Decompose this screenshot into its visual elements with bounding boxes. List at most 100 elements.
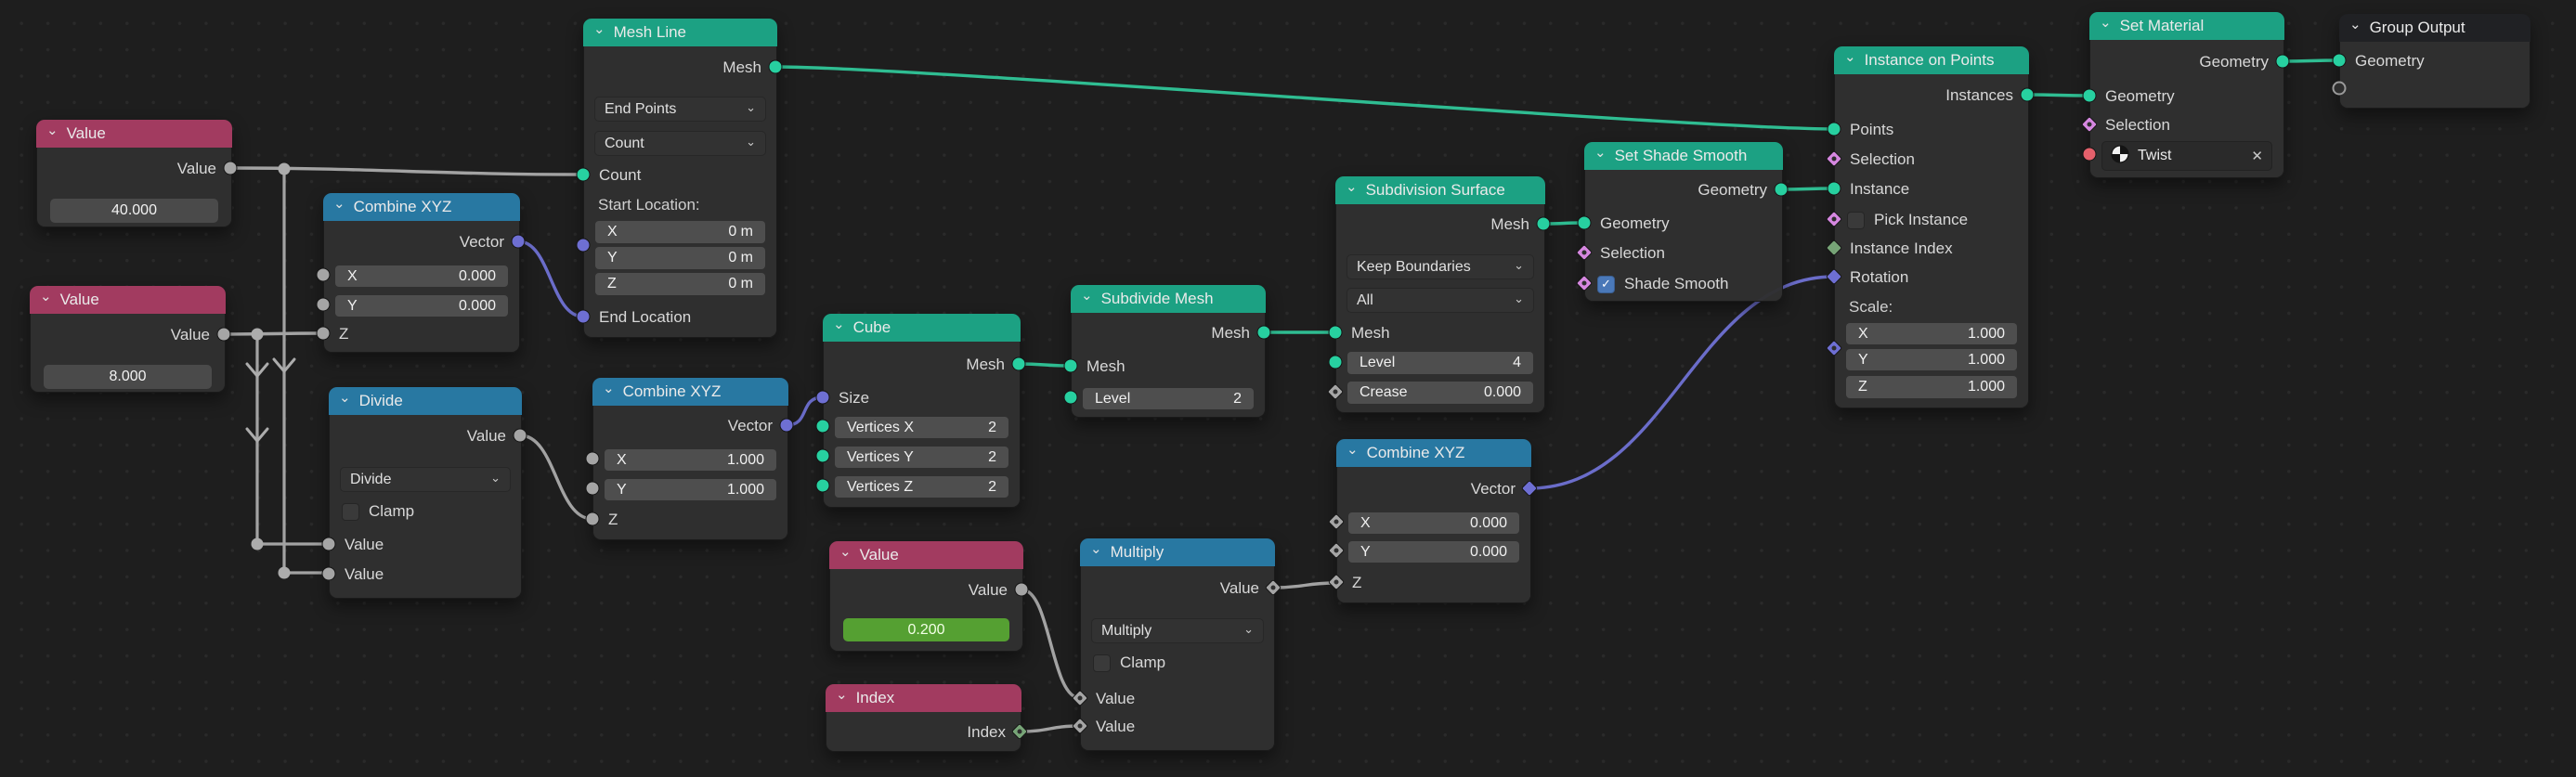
socket[interactable]	[1256, 325, 1271, 340]
node-header-divide[interactable]: ⌄Divide	[329, 387, 522, 415]
socket[interactable]	[815, 478, 830, 493]
socket[interactable]	[815, 448, 830, 463]
checkbox-box[interactable]	[1093, 654, 1111, 672]
node-header-subdivision-surface[interactable]: ⌄Subdivision Surface	[1335, 176, 1545, 204]
dropdown-divide[interactable]: Divide⌄	[340, 467, 511, 492]
socket[interactable]	[1014, 582, 1029, 597]
socket[interactable]	[321, 566, 336, 581]
node-header-multiply[interactable]: ⌄Multiply	[1080, 538, 1275, 566]
socket[interactable]	[316, 326, 331, 341]
reroute-junction[interactable]	[251, 328, 264, 341]
socket[interactable]	[585, 481, 600, 496]
node-header-combine-xyz[interactable]: ⌄Combine XYZ	[323, 193, 520, 221]
socket[interactable]	[1063, 358, 1078, 373]
node-header-subdivide-mesh[interactable]: ⌄Subdivide Mesh	[1071, 285, 1266, 313]
socket[interactable]	[1577, 215, 1592, 230]
collapse-chevron-icon[interactable]: ⌄	[1594, 145, 1607, 161]
socket[interactable]	[1774, 182, 1789, 197]
socket[interactable]	[2082, 88, 2097, 103]
socket[interactable]	[1536, 216, 1551, 231]
socket[interactable]	[2275, 54, 2290, 69]
socket[interactable]	[223, 161, 238, 175]
dropdown-all[interactable]: All⌄	[1347, 288, 1534, 313]
socket[interactable]	[316, 267, 331, 282]
socket[interactable]	[1827, 181, 1841, 196]
socket[interactable]	[511, 234, 526, 249]
socket[interactable]	[779, 418, 794, 433]
dropdown-multiply[interactable]: Multiply⌄	[1091, 618, 1264, 643]
value-slider[interactable]: 8.000	[44, 365, 212, 389]
socket[interactable]	[576, 309, 591, 324]
collapse-chevron-icon[interactable]: ⌄	[836, 687, 848, 703]
reroute-junction[interactable]	[278, 566, 291, 579]
socket[interactable]	[2082, 147, 2097, 162]
collapse-chevron-icon[interactable]: ⌄	[1090, 541, 1102, 557]
socket[interactable]	[1827, 122, 1841, 136]
checkbox-box[interactable]: ✓	[1597, 275, 1615, 293]
checkbox-pick-instance[interactable]: Pick Instance	[1847, 209, 2021, 231]
socket[interactable]	[1063, 390, 1078, 405]
collapse-chevron-icon[interactable]: ⌄	[1844, 49, 1856, 65]
collapse-chevron-icon[interactable]: ⌄	[1347, 442, 1359, 458]
socket[interactable]	[576, 238, 591, 253]
socket[interactable]	[768, 59, 783, 74]
value-slider[interactable]: 40.000	[50, 199, 218, 223]
checkbox-box[interactable]	[1847, 211, 1865, 229]
collapse-chevron-icon[interactable]: ⌄	[593, 21, 605, 37]
node-header-instance-on-points[interactable]: ⌄Instance on Points	[1834, 46, 2029, 74]
collapse-chevron-icon[interactable]: ⌄	[40, 289, 52, 304]
socket[interactable]	[216, 327, 231, 342]
checkbox-shade-smooth[interactable]: ✓Shade Smooth	[1597, 273, 1775, 295]
collapse-chevron-icon[interactable]: ⌄	[2349, 17, 2361, 32]
collapse-chevron-icon[interactable]: ⌄	[46, 123, 59, 138]
socket[interactable]	[1328, 325, 1343, 340]
close-icon[interactable]: ✕	[2251, 149, 2263, 164]
node-header-value[interactable]: ⌄Value	[36, 120, 232, 148]
node-header-index[interactable]: ⌄Index	[826, 684, 1021, 712]
node-header-set-shade-smooth[interactable]: ⌄Set Shade Smooth	[1584, 142, 1783, 170]
node-header-cube[interactable]: ⌄Cube	[823, 314, 1021, 342]
socket[interactable]	[2020, 87, 2035, 102]
collapse-chevron-icon[interactable]: ⌄	[1081, 288, 1093, 304]
node-header-combine-xyz[interactable]: ⌄Combine XYZ	[1336, 439, 1531, 467]
material-selector[interactable]: Twist✕	[2101, 141, 2272, 171]
reroute-junction[interactable]	[278, 162, 291, 175]
node-header-group-output[interactable]: ⌄Group Output	[2339, 14, 2530, 42]
dropdown-end-points[interactable]: End Points⌄	[594, 97, 766, 122]
socket[interactable]	[815, 419, 830, 434]
socket[interactable]	[316, 297, 331, 312]
collapse-chevron-icon[interactable]: ⌄	[603, 381, 615, 396]
checkbox-clamp[interactable]: Clamp	[1093, 652, 1267, 674]
socket[interactable]	[2332, 53, 2347, 68]
socket[interactable]	[321, 537, 336, 551]
reroute-junction[interactable]	[251, 537, 264, 550]
socket[interactable]	[1011, 356, 1026, 371]
node-header-value[interactable]: ⌄Value	[30, 286, 226, 314]
socket[interactable]	[1328, 355, 1343, 369]
node-header-set-material[interactable]: ⌄Set Material	[2089, 12, 2284, 40]
value-slider[interactable]: 0.200	[843, 618, 1009, 641]
socket[interactable]	[576, 167, 591, 182]
